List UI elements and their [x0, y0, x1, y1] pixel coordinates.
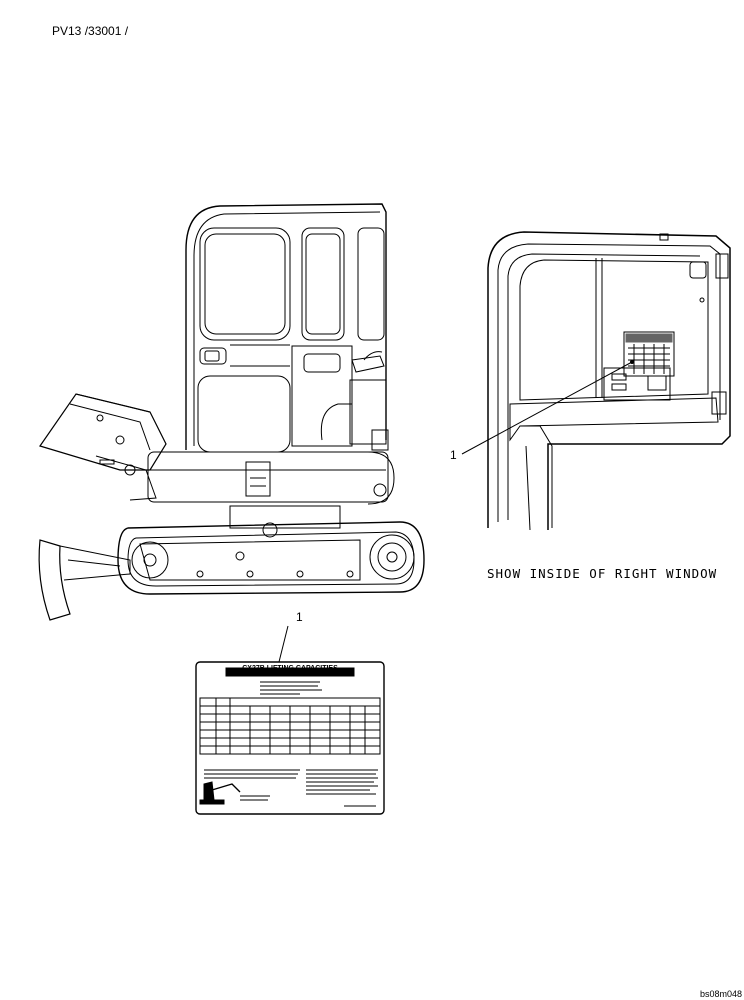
cab-window-view [461, 231, 731, 531]
lifting-capacity-decal [195, 625, 385, 815]
window-view-caption: SHOW INSIDE OF RIGHT WINDOW [487, 566, 718, 581]
grille [245, 461, 271, 497]
track [117, 521, 425, 595]
cab-door-window [199, 227, 291, 341]
leader-line-cab [461, 361, 633, 455]
part-reference: PV13 /33001 / [52, 24, 129, 38]
decal-title: CX27B LIFTING CAPACITIES [242, 665, 338, 672]
excavator-illustration [38, 203, 425, 621]
drive-sprocket [369, 534, 415, 580]
lower-door-panel [197, 375, 291, 453]
rear-light [371, 429, 389, 451]
boom-bracket [39, 393, 167, 471]
upper-structure [147, 451, 389, 503]
callout-cab-item: 1 [450, 448, 457, 462]
drawing-code: bs08m048 [699, 989, 742, 999]
door-handle [199, 347, 227, 365]
leader-line-decal [278, 625, 289, 663]
right-window-pane [519, 259, 709, 401]
cab-side-window [301, 227, 345, 341]
dozer-blade [38, 539, 71, 621]
callout-decal-item: 1 [296, 610, 303, 624]
idler-wheel [131, 541, 169, 579]
